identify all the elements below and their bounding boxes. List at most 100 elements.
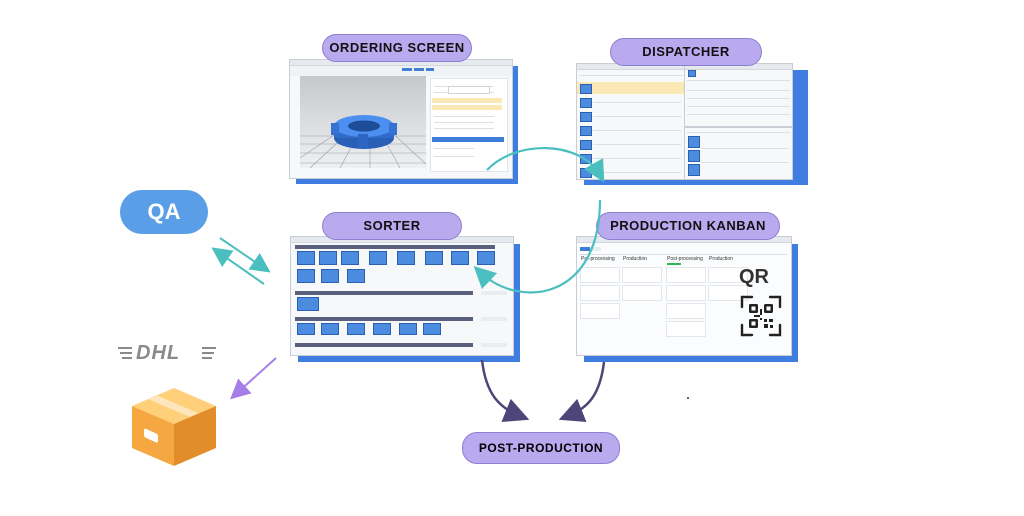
- dispatcher-label: DISPATCHER: [610, 38, 762, 66]
- sorter-group-header: [295, 245, 495, 249]
- kanban-column-title: Production: [623, 256, 647, 262]
- order-thumb: [580, 126, 592, 136]
- ordering-tab-3[interactable]: [426, 68, 434, 71]
- row-line: [687, 132, 790, 133]
- order-thumb: [580, 140, 592, 150]
- part-thumb: [451, 251, 469, 265]
- kanban-header-line: [579, 254, 787, 255]
- order-thumb: [580, 98, 592, 108]
- panel-submit-button[interactable]: [432, 137, 504, 142]
- dispatcher-window-right-bottom: [684, 127, 793, 180]
- sorter-label: SORTER: [322, 212, 462, 240]
- qa-to-sorter-arrow: [219, 237, 271, 273]
- part-thumb: [423, 323, 441, 335]
- sorter-group-header: [295, 317, 473, 321]
- part-thumb: [341, 251, 359, 265]
- sorter-group-header: [295, 343, 473, 347]
- kanban-card[interactable]: [666, 321, 706, 337]
- dot: [687, 397, 689, 399]
- sorter-window: [290, 236, 514, 356]
- order-thumb: [688, 70, 696, 77]
- part-thumb: [369, 251, 387, 265]
- kanban-label: PRODUCTION KANBAN: [596, 212, 780, 240]
- dispatcher-header-line: [579, 75, 683, 76]
- nut-model: [331, 115, 397, 149]
- kanban-card[interactable]: [708, 267, 748, 283]
- panel-line: [434, 156, 474, 157]
- panel-line: [434, 122, 494, 123]
- kanban-card[interactable]: [580, 285, 620, 301]
- dispatcher-window-right-top: [684, 63, 793, 127]
- row-line: [687, 98, 790, 99]
- sorter-to-qa-arrow: [211, 247, 265, 285]
- dhl-logo: DHL: [118, 342, 216, 366]
- model-viewport[interactable]: [299, 76, 427, 169]
- kanban-card[interactable]: [622, 267, 662, 283]
- order-thumb: [688, 164, 700, 176]
- part-thumb: [347, 269, 365, 283]
- kanban-card[interactable]: [666, 267, 706, 283]
- sorter-to-post-arrow: [480, 359, 530, 423]
- panel-row-highlight: [432, 105, 502, 110]
- kanban-card[interactable]: [666, 303, 706, 319]
- dispatcher-bar: [685, 64, 792, 70]
- part-thumb: [397, 251, 415, 265]
- row-line: [687, 106, 790, 107]
- qr-code-icon: [740, 295, 782, 337]
- kanban-tab[interactable]: [591, 247, 601, 251]
- sorter-bar: [291, 237, 513, 243]
- part-thumb: [425, 251, 443, 265]
- ordering-window-bar: [290, 60, 512, 66]
- part-thumb: [347, 323, 365, 335]
- row-line: [687, 114, 790, 115]
- ordering-window: [289, 59, 513, 179]
- loop-arrow-bottom: [473, 199, 602, 294]
- part-thumb: [399, 323, 417, 335]
- sorter-action[interactable]: [481, 343, 507, 347]
- row-line: [593, 102, 681, 103]
- part-thumb: [297, 323, 315, 335]
- row-line: [687, 90, 790, 91]
- row-line: [687, 80, 790, 81]
- qr-label: QR: [739, 266, 769, 288]
- sorter-to-shipping-arrow: [230, 357, 277, 400]
- kanban-card[interactable]: [622, 285, 662, 301]
- kanban-card[interactable]: [580, 303, 620, 319]
- panel-line: [434, 148, 474, 149]
- qa-badge: QA: [120, 190, 208, 234]
- shipping-box-icon: [132, 388, 216, 466]
- order-thumb: [580, 112, 592, 122]
- part-thumb: [297, 297, 319, 311]
- row-line: [701, 148, 789, 149]
- row-line: [593, 158, 681, 159]
- kanban-progress: [667, 263, 681, 265]
- row-line: [593, 116, 681, 117]
- sorter-action[interactable]: [481, 317, 507, 321]
- row-line: [593, 172, 681, 173]
- row-line: [593, 130, 681, 131]
- row-line: [701, 162, 789, 163]
- kanban-column-title: Post-processing: [667, 256, 703, 262]
- sorter-action[interactable]: [481, 291, 507, 295]
- kanban-card[interactable]: [580, 267, 620, 283]
- panel-row-highlight: [432, 98, 502, 103]
- dhl-stripes: [118, 347, 216, 359]
- row-line: [593, 144, 681, 145]
- ordering-tab-active[interactable]: [402, 68, 412, 71]
- part-thumb: [321, 323, 339, 335]
- kanban-card[interactable]: [666, 285, 706, 301]
- ordering-toolbar: [290, 66, 512, 76]
- dispatcher-row-highlight: [577, 82, 685, 94]
- kanban-tab-active[interactable]: [580, 247, 590, 251]
- part-thumb: [319, 251, 337, 265]
- kanban-card[interactable]: [708, 285, 748, 301]
- dhl-text: DHL: [136, 342, 181, 364]
- kanban-bar: [577, 237, 791, 243]
- ordering-tab-2[interactable]: [414, 68, 424, 71]
- panel-line: [434, 116, 494, 117]
- part-thumb: [373, 323, 391, 335]
- panel-input[interactable]: [448, 86, 490, 94]
- grid-floor: [299, 115, 427, 169]
- post-production-label: POST-PRODUCTION: [462, 432, 620, 464]
